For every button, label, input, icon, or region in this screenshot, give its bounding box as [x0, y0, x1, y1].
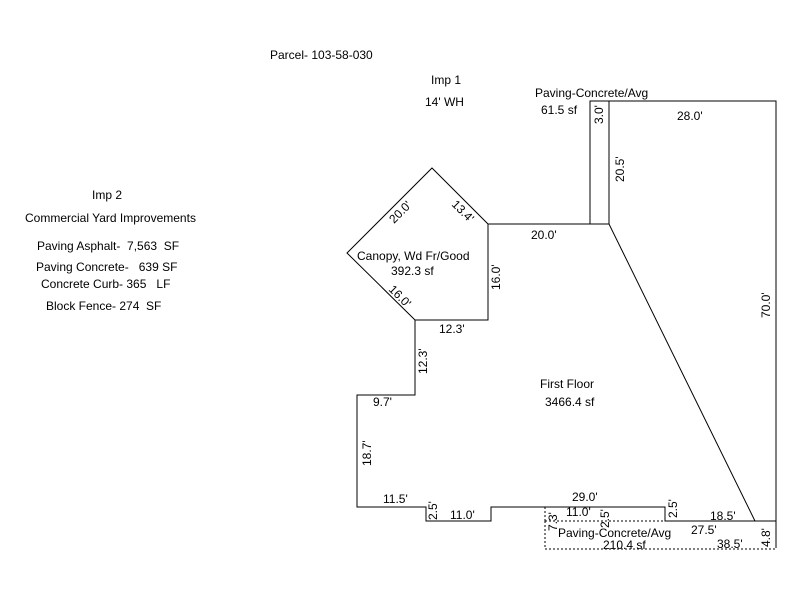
dim-28-0: 28.0'	[677, 109, 703, 123]
imp2-title: Imp 2	[92, 188, 122, 202]
dim-16-0-canopy: 16.0'	[386, 282, 414, 310]
dim-4-8: 4.8'	[759, 528, 773, 547]
imp1-title: Imp 1	[431, 73, 461, 87]
imp2-item-paving-asphalt: Paving Asphalt- 7,563 SF	[37, 239, 179, 253]
dim-18-7: 18.7'	[360, 440, 374, 466]
dim-11-5: 11.5'	[383, 492, 408, 506]
paving-bottom-name: Paving-Concrete/Avg	[558, 526, 671, 540]
dim-29-0: 29.0'	[572, 490, 598, 504]
dim-27-5: 27.5'	[691, 523, 717, 537]
paving-top-name: Paving-Concrete/Avg	[535, 86, 648, 100]
first-floor-area: 3466.4 sf	[545, 395, 595, 409]
dim-11-0-b: 11.0'	[566, 505, 591, 519]
canopy-name: Canopy, Wd Fr/Good	[357, 249, 470, 263]
dim-16-0-vertical: 16.0'	[489, 264, 503, 290]
parcel-label: Parcel- 103-58-030	[270, 48, 373, 62]
paving-bottom-outline	[544, 520, 777, 550]
dim-2-5-b: 2.5'	[666, 499, 680, 518]
dim-20-0-canopy: 20.0'	[386, 198, 414, 226]
dim-20-0-bottom: 20.0'	[531, 228, 557, 242]
dim-2-5-c: 2.5'	[598, 509, 612, 528]
dim-3-0: 3.0'	[592, 105, 606, 124]
dim-18-5: 18.5'	[710, 509, 736, 523]
dim-70-0: 70.0'	[759, 292, 773, 318]
canopy-area: 392.3 sf	[391, 264, 434, 278]
dim-13-4: 13.4'	[449, 197, 477, 225]
paving-bottom-area: 210.4 sf	[603, 538, 646, 552]
paving-top-area: 61.5 sf	[541, 103, 578, 117]
imp1-subtitle: 14' WH	[425, 95, 464, 109]
dim-7-3: 7.3'	[546, 512, 560, 531]
dim-12-3-vertical: 12.3'	[416, 348, 430, 374]
imp2-item-concrete-curb: Concrete Curb- 365 LF	[41, 277, 170, 291]
paving-top-strip	[589, 100, 610, 225]
first-floor-outline	[356, 100, 777, 548]
imp2-item-block-fence: Block Fence- 274 SF	[46, 299, 161, 313]
dim-11-0-a: 11.0'	[450, 508, 475, 522]
dim-2-5-a: 2.5'	[426, 501, 440, 520]
dim-38-5: 38.5'	[717, 537, 743, 551]
first-floor-name: First Floor	[540, 377, 594, 391]
dim-9-7: 9.7'	[373, 395, 392, 409]
dim-12-3-horizontal: 12.3'	[439, 322, 465, 336]
imp2-item-paving-concrete: Paving Concrete- 639 SF	[36, 260, 177, 274]
canopy-outline	[346, 167, 489, 321]
dim-20-5: 20.5'	[613, 156, 627, 182]
imp2-subtitle: Commercial Yard Improvements	[25, 211, 196, 225]
